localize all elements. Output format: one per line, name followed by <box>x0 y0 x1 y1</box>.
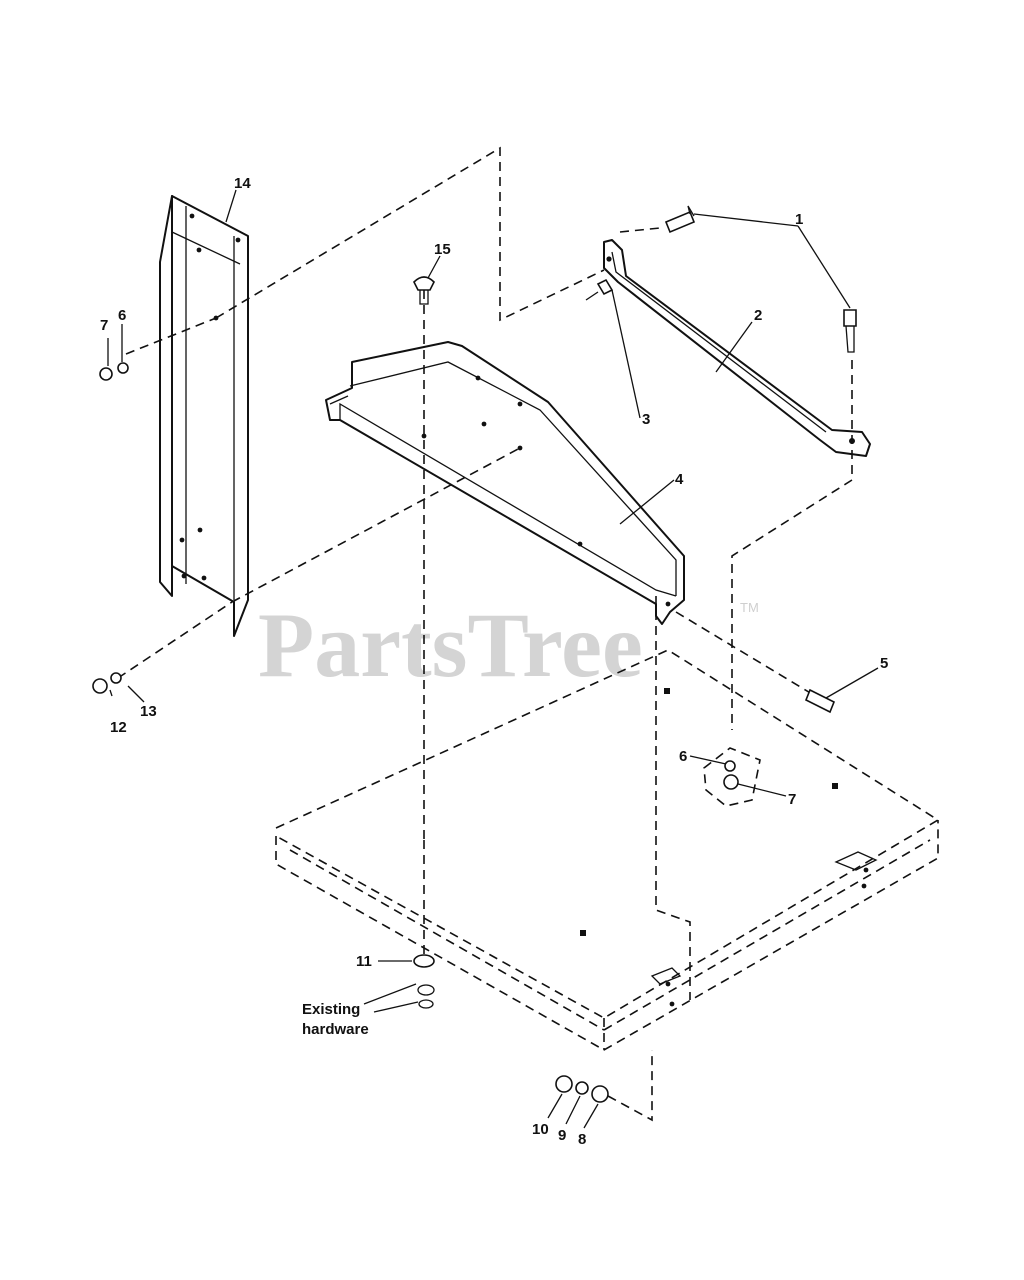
callout-10: 10 <box>532 1121 549 1138</box>
part-13-washer <box>110 672 122 684</box>
note-line-1: Existing <box>302 1001 360 1018</box>
part-6-washer-left <box>117 362 129 374</box>
callout-2: 2 <box>754 307 762 324</box>
callout-7-left: 7 <box>100 317 108 334</box>
part-11-washer <box>413 954 435 968</box>
watermark-trademark: TM <box>740 600 759 615</box>
callout-9: 9 <box>558 1127 566 1144</box>
callout-13: 13 <box>140 703 157 720</box>
callout-4: 4 <box>675 471 684 488</box>
callout-leaders <box>107 189 879 1129</box>
part-9-lock-washer <box>575 1081 589 1095</box>
assembly-lines <box>117 146 853 1122</box>
part-3-screw <box>585 278 614 301</box>
callout-8: 8 <box>578 1131 586 1148</box>
part-8-bolt <box>591 1085 609 1103</box>
part-10-nut <box>555 1075 573 1093</box>
callout-7-right: 7 <box>788 791 796 808</box>
part-6-washer-right <box>724 760 736 772</box>
callout-numbers: 1 2 3 4 5 6 7 6 7 8 9 10 11 12 13 14 15 <box>100 175 888 1148</box>
callout-15: 15 <box>434 241 451 258</box>
note-line-2: hardware <box>302 1021 369 1038</box>
part-7-nut-right <box>723 774 739 790</box>
callout-6-right: 6 <box>679 748 687 765</box>
deck-plate <box>275 649 940 1051</box>
part-5-bolt <box>804 688 836 714</box>
hardware <box>92 205 857 1103</box>
existing-hardware-note: Existing hardware <box>302 1001 369 1038</box>
part-15-carriage-bolt <box>413 276 435 305</box>
callout-14: 14 <box>234 175 251 192</box>
part-12-nut <box>92 678 108 694</box>
callout-5: 5 <box>880 655 888 672</box>
part-14-channel-bracket <box>159 195 249 637</box>
watermark-brand: PartsTree <box>258 594 643 696</box>
callout-12: 12 <box>110 719 127 736</box>
part-4-support-bracket <box>325 341 685 625</box>
callout-11: 11 <box>356 953 372 970</box>
callout-3: 3 <box>642 411 650 428</box>
part-7-nut-left <box>99 367 113 381</box>
part-1-bolt <box>664 205 857 353</box>
callout-6-left: 6 <box>118 307 126 324</box>
callout-1: 1 <box>795 211 803 228</box>
